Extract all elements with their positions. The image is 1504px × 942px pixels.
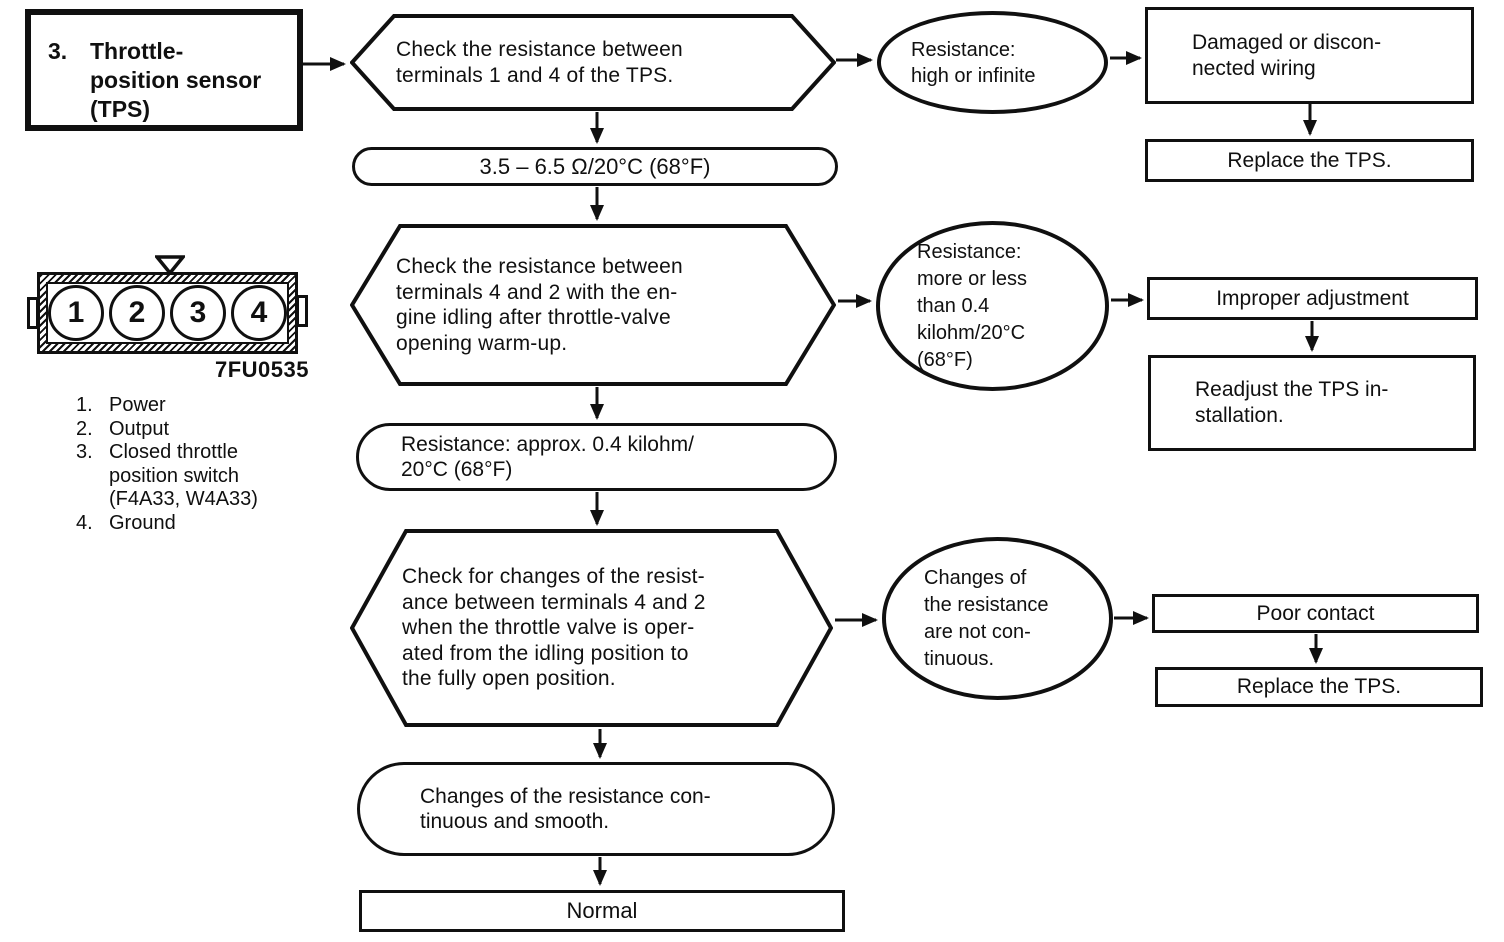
step-check2-hexagon: Check the resistance between terminals 4…	[350, 224, 836, 386]
legend-item-output: 2. Output	[76, 418, 258, 442]
result1-ellipse: Resistance: high or infinite	[877, 11, 1108, 114]
connector-pin-1: 1	[48, 285, 104, 341]
step-check3-text: Check for changes of the resist- ance be…	[402, 565, 706, 691]
legend-num: 4.	[76, 511, 93, 534]
legend-label: Closed throttle position switch (F4A33, …	[109, 441, 258, 510]
spec2-pill: Resistance: approx. 0.4 kilohm/ 20°C (68…	[356, 423, 837, 491]
hexagon-shape	[350, 14, 836, 111]
cause1-box: Damaged or discon- nected wiring	[1145, 7, 1474, 104]
connector-right-tab	[296, 295, 308, 327]
legend-item-power: 1. Power	[76, 394, 258, 418]
hexagon-shape	[350, 529, 833, 727]
normal-text: Normal	[566, 898, 638, 923]
step-check1-hexagon: Check the resistance between terminals 1…	[350, 14, 836, 111]
figure-code: 7FU0535	[215, 357, 310, 382]
legend-label: Output	[109, 417, 170, 440]
action2-text: Readjust the TPS in- stallation.	[1195, 378, 1389, 427]
title-number: 3.	[48, 38, 68, 64]
action1-box: Replace the TPS.	[1145, 139, 1474, 182]
legend-num: 1.	[76, 394, 93, 416]
step-check1-text: Check the resistance between terminals 1…	[396, 38, 683, 87]
spec3-text: Changes of the resistance con- tinuous a…	[420, 784, 711, 834]
spec2-text: Resistance: approx. 0.4 kilohm/ 20°C (68…	[401, 432, 694, 482]
legend-item-ground: 4. Ground	[76, 512, 258, 536]
action1-text: Replace the TPS.	[1227, 148, 1392, 172]
spec3-pill: Changes of the resistance con- tinuous a…	[357, 762, 835, 856]
step-check3-hexagon: Check for changes of the resist- ance be…	[350, 529, 833, 727]
title-box: 3. Throttle- position sensor (TPS)	[25, 9, 303, 131]
connector-pin-2: 2	[109, 285, 165, 341]
legend-label: Power	[109, 394, 166, 416]
action3-text: Replace the TPS.	[1236, 675, 1402, 698]
title-label: Throttle- position sensor (TPS)	[90, 38, 262, 122]
connector-pin-4: 4	[231, 285, 287, 341]
connector-pin-area: 1 2 3 4	[46, 282, 289, 344]
action2-box: Readjust the TPS in- stallation.	[1148, 355, 1476, 451]
legend-item-closed-throttle-switch: 3. Closed throttle position switch (F4A3…	[76, 441, 258, 512]
result2-ellipse: Resistance: more or less than 0.4 kilohm…	[876, 221, 1109, 391]
result3-ellipse: Changes of the resistance are not con- t…	[882, 537, 1113, 700]
hexagon-shape	[350, 224, 836, 386]
cause3-text: Poor contact	[1256, 601, 1375, 625]
connector-left-tab	[27, 297, 39, 329]
pin-legend: 1. Power 2. Output 3. Closed throttle po…	[76, 394, 258, 535]
spec1-pill: 3.5 – 6.5 Ω/20°C (68°F)	[352, 147, 838, 186]
cause3-box: Poor contact	[1152, 594, 1479, 633]
connector-index-triangle-icon	[155, 255, 185, 275]
cause2-text: Improper adjustment	[1216, 286, 1409, 310]
action3-box: Replace the TPS.	[1155, 667, 1483, 707]
cause2-box: Improper adjustment	[1147, 277, 1478, 320]
tps-connector-figure: 1 2 3 4	[27, 255, 308, 354]
legend-label: Ground	[109, 511, 176, 534]
cause1-text: Damaged or discon- nected wiring	[1192, 30, 1382, 80]
result2-text: Resistance: more or less than 0.4 kilohm…	[917, 240, 1028, 371]
connector-pin-3: 3	[170, 285, 226, 341]
result3-text: Changes of the resistance are not con- t…	[924, 566, 1049, 670]
legend-num: 3.	[76, 441, 93, 463]
result1-text: Resistance: high or infinite	[911, 38, 1036, 87]
normal-box: Normal	[359, 890, 845, 932]
legend-num: 2.	[76, 417, 93, 440]
spec1-text: 3.5 – 6.5 Ω/20°C (68°F)	[479, 153, 711, 179]
step-check2-text: Check the resistance between terminals 4…	[396, 255, 683, 355]
